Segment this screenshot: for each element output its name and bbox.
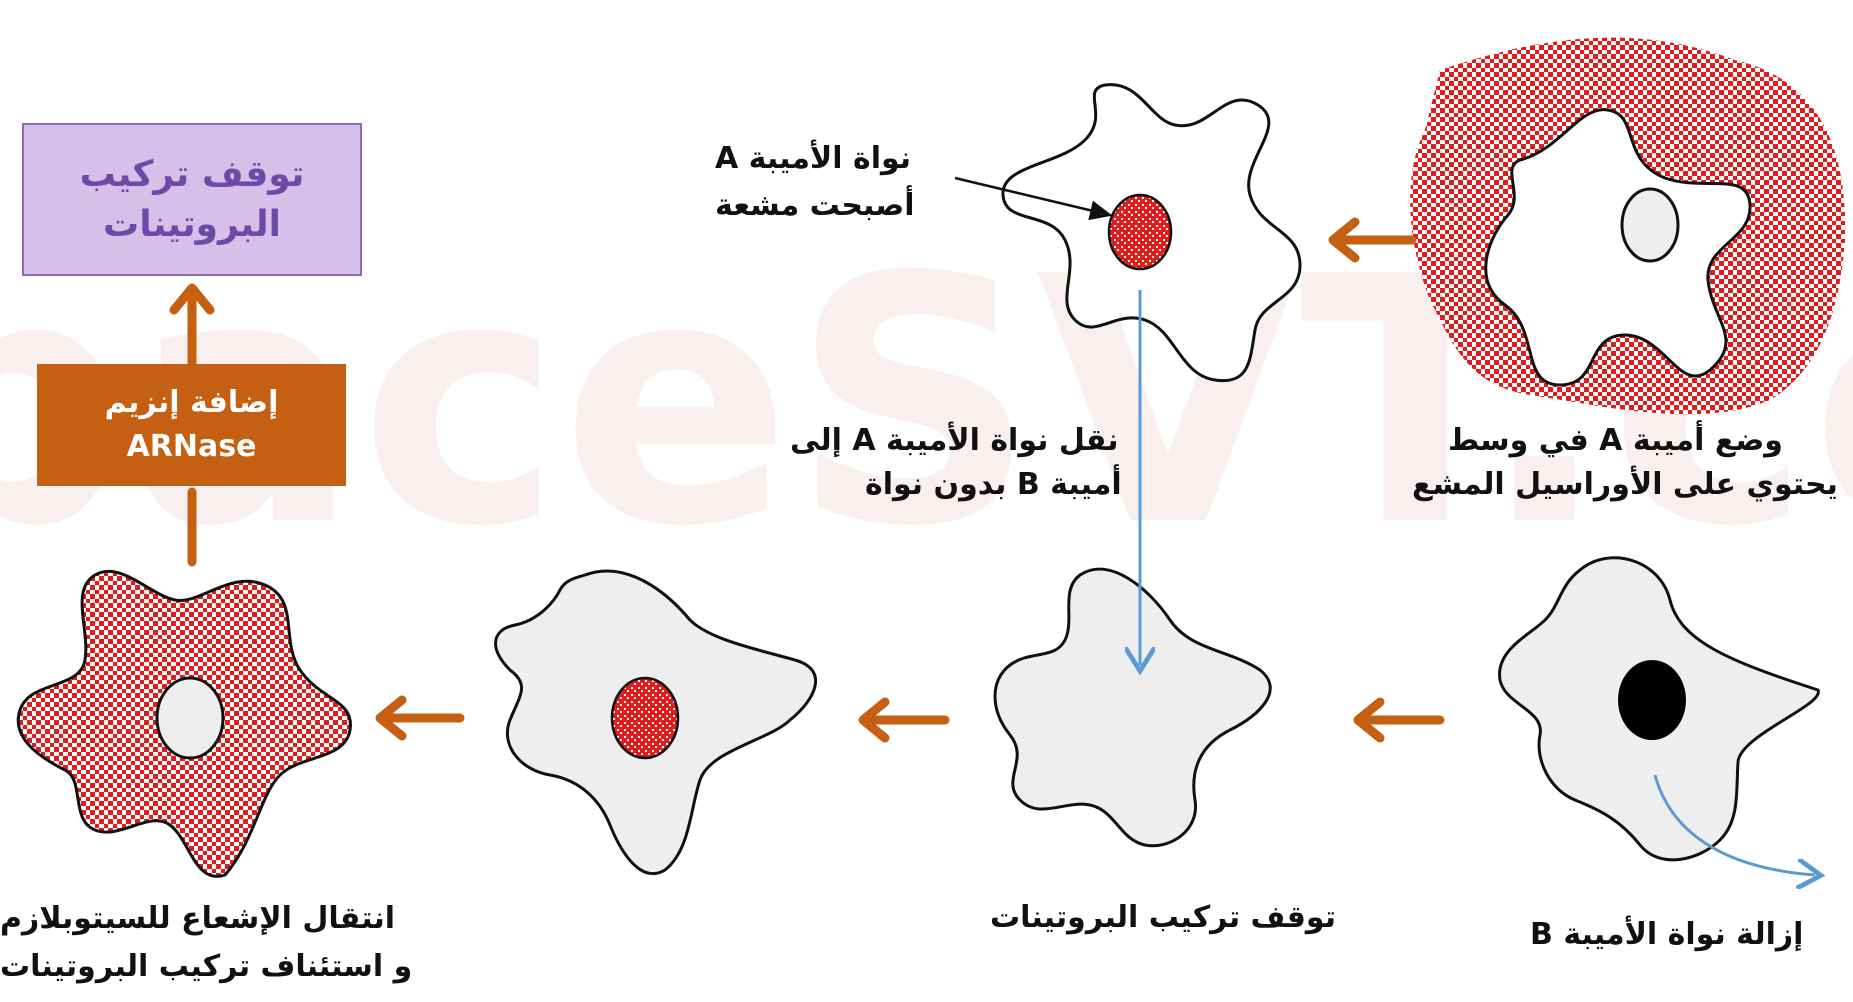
label-nucleus-a-line1: نواة الأميبة A <box>715 141 912 176</box>
label-step1-line1: وضع أميبة A في وسط <box>1448 423 1783 458</box>
orange-arrow-icon <box>169 283 215 567</box>
enzyme-box: إضافة إنزيم ARNase <box>37 364 346 486</box>
result-box-line1: توقف تركيب <box>79 153 305 195</box>
label-stop-synthesis: توقف تركيب البروتينات <box>990 900 1336 935</box>
label-step1-line2: يحتوي على الأوراسيل المشع <box>1412 467 1838 502</box>
transferred-radioactive-nucleus <box>610 676 680 760</box>
label-transfer-line1: نقل نواة الأميبة A إلى <box>790 423 1119 458</box>
orange-arrow-icon <box>1353 697 1445 743</box>
amoeba-a-nucleus <box>1620 187 1680 263</box>
amoeba-a-radioactive-nucleus <box>1107 193 1173 271</box>
result-box-line2: البروتينات <box>103 203 281 245</box>
pointer-arrow <box>954 176 1113 221</box>
label-transfer-line2: أميبة B بدون نواة <box>865 467 1122 502</box>
label-cytoplasm-line1: انتقال الإشعاع للسيتوبلازم <box>0 901 396 936</box>
orange-arrow-icon <box>858 697 950 743</box>
enzyme-box-line2: ARNase <box>126 429 257 464</box>
amoeba-b-enucleated <box>993 567 1272 848</box>
amoeba-b-nucleus <box>1618 660 1686 740</box>
label-remove-b: إزالة نواة الأميبة B <box>1530 917 1804 952</box>
blue-arrow-icon <box>1653 774 1815 875</box>
enzyme-box-line1: إضافة إنزيم <box>104 385 279 420</box>
result-box: توقف تركيب البروتينات <box>22 123 362 276</box>
label-nucleus-a-line2: أصبحت مشعة <box>715 188 915 223</box>
orange-arrow-icon <box>1328 217 1417 263</box>
amoeba-cytoplasm-nucleus <box>155 676 225 760</box>
label-cytoplasm-line2: و استئناف تركيب البروتينات <box>0 949 413 984</box>
amoeba-a-cell <box>1484 108 1752 387</box>
orange-arrow-icon <box>375 695 465 741</box>
